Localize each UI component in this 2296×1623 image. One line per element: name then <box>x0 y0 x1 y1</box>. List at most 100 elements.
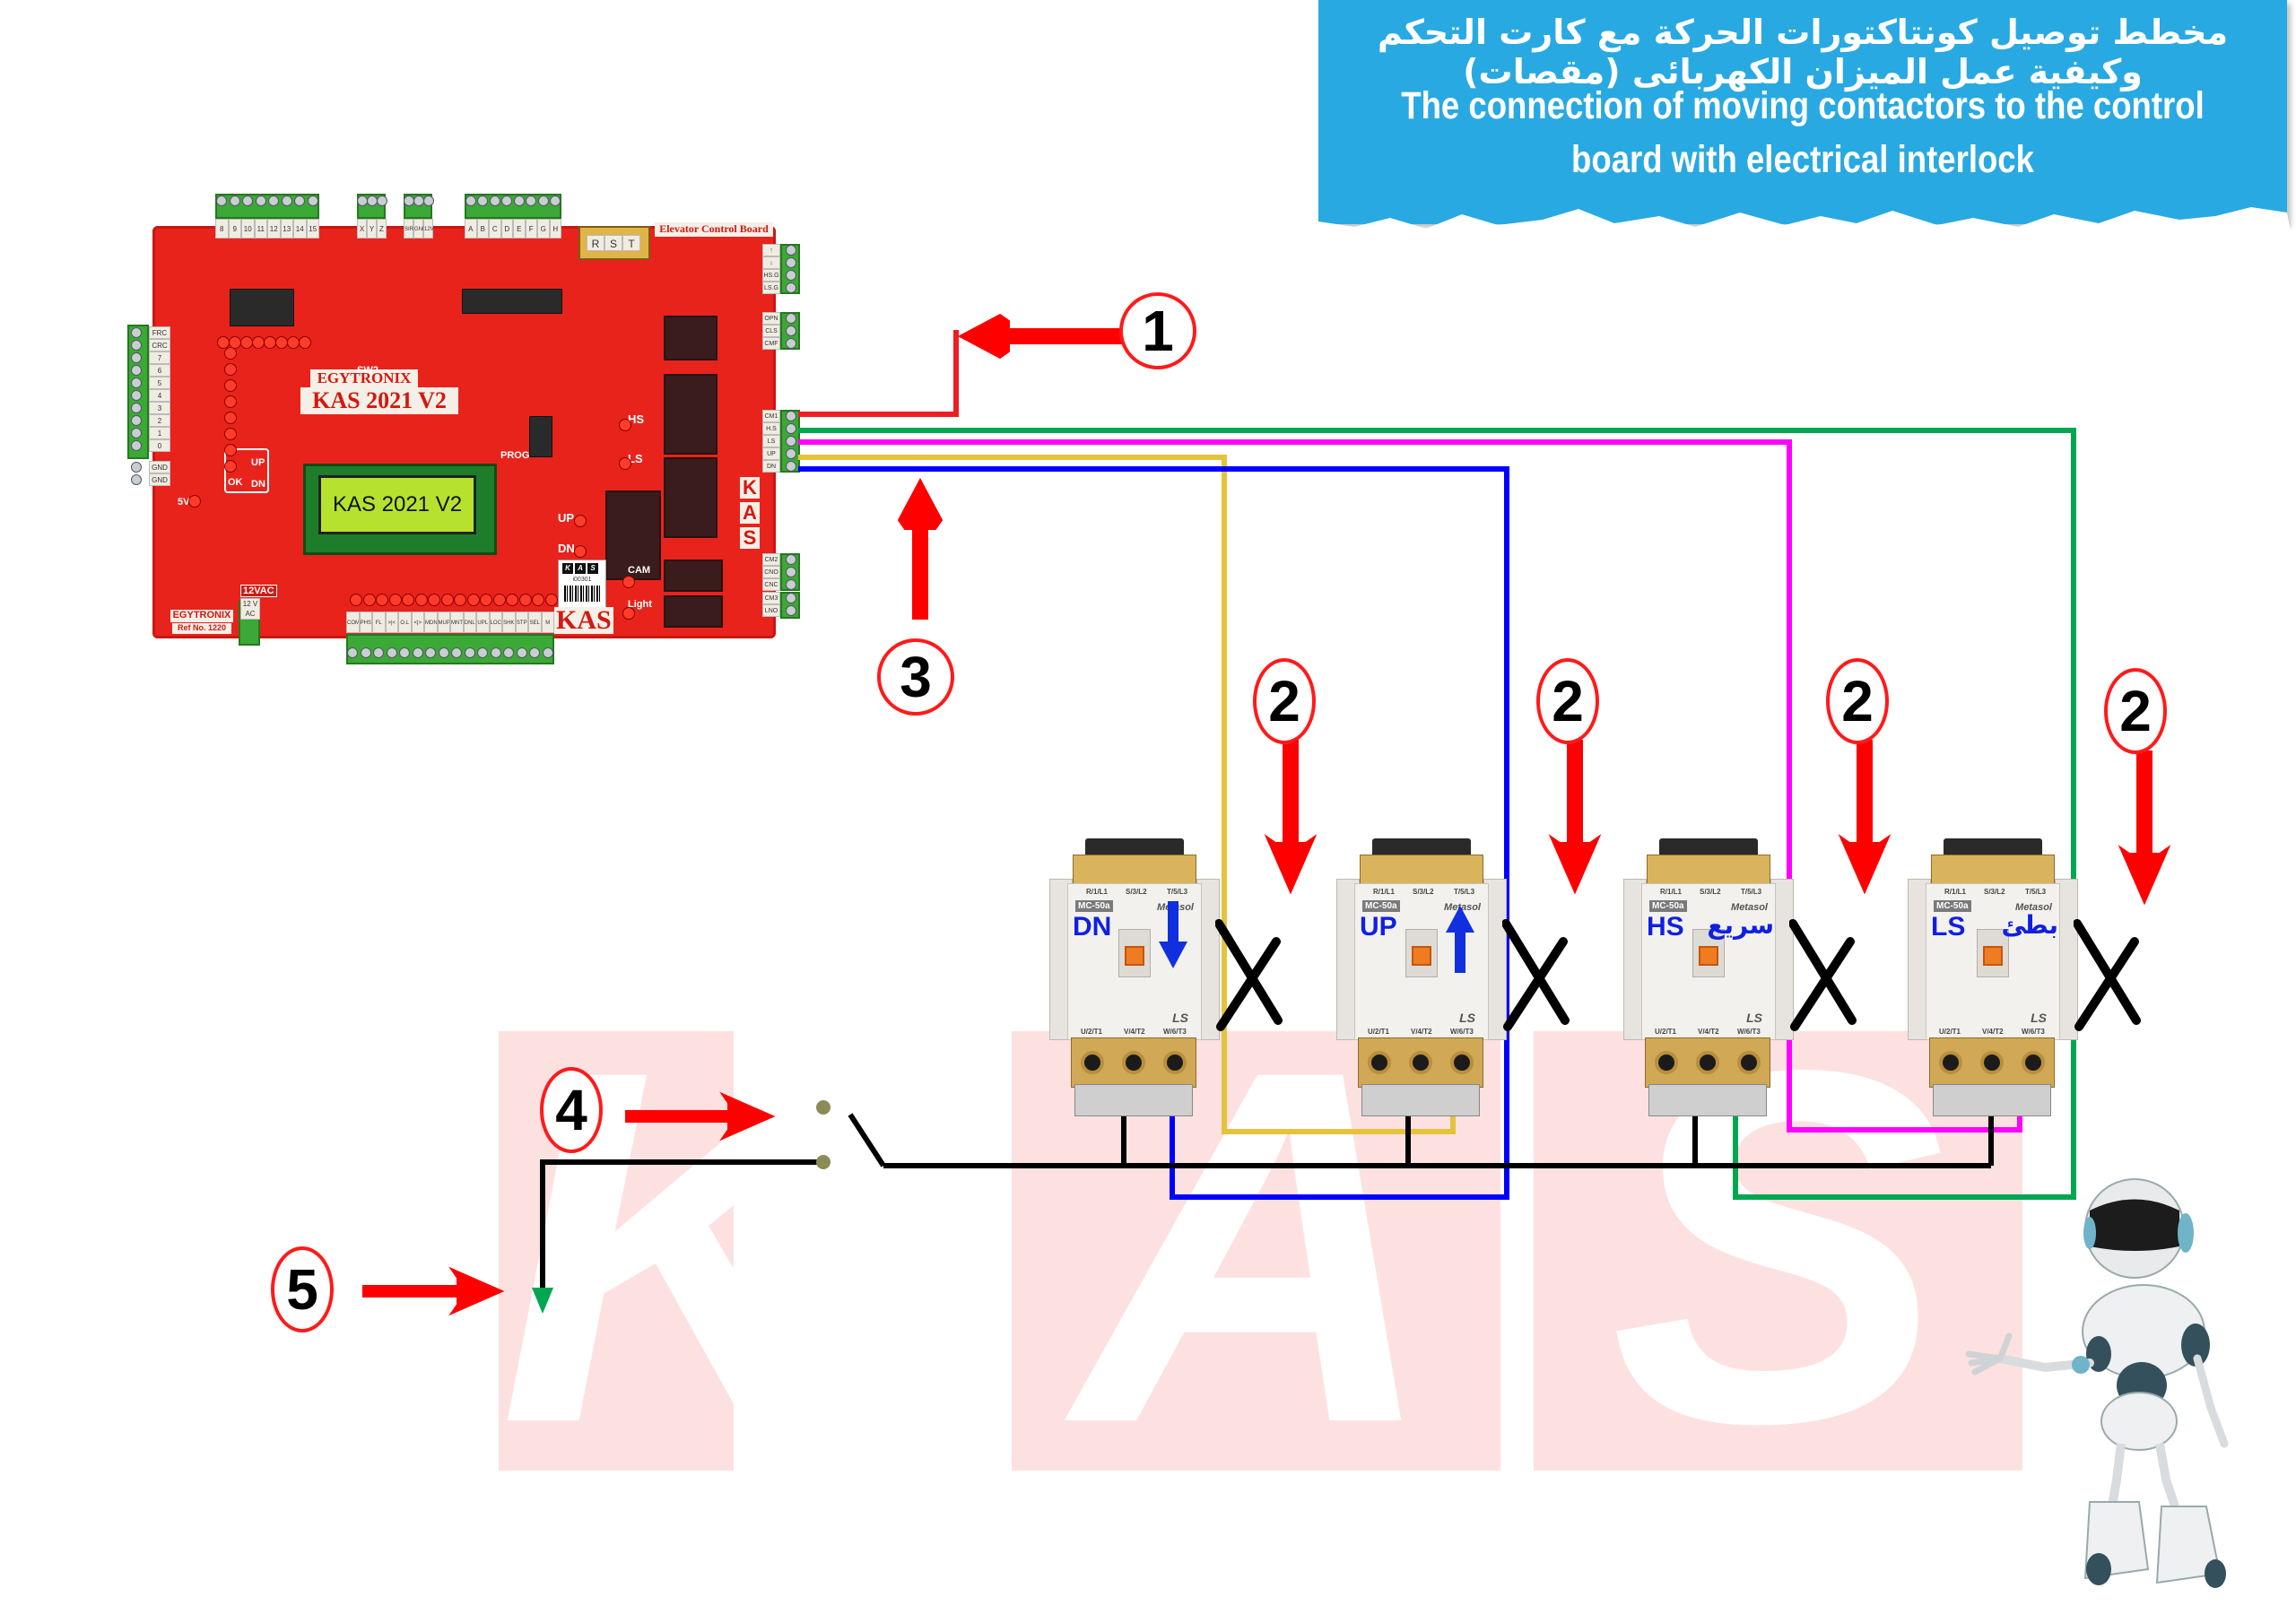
terminal-screw[interactable] <box>229 195 240 206</box>
terminal-label: 4 <box>149 389 170 402</box>
terminal-screw[interactable] <box>465 195 476 206</box>
terminal-screw[interactable] <box>537 195 549 206</box>
terminal-screw[interactable] <box>386 647 397 658</box>
interlock-x-icon <box>1789 919 1857 1031</box>
load-terminals[interactable] <box>1071 1037 1196 1088</box>
terminal-screw[interactable] <box>550 195 561 206</box>
terminal-screw[interactable] <box>131 340 142 351</box>
terminal-label: H <box>549 219 561 239</box>
terminal-screw[interactable] <box>786 436 796 447</box>
terminal-screw[interactable] <box>786 338 796 349</box>
terminal-screw[interactable] <box>425 647 436 658</box>
silk-dn: DN <box>558 542 575 555</box>
terminal-screw[interactable] <box>786 567 796 577</box>
terminal-screw[interactable] <box>412 647 423 658</box>
terminal-screw[interactable] <box>786 593 796 603</box>
up-button[interactable]: UP <box>251 457 265 468</box>
terminal-screw[interactable] <box>477 195 489 206</box>
led-indicator <box>619 419 631 431</box>
contactor-test-button[interactable] <box>1692 929 1725 977</box>
terminal-label: HS.G <box>762 269 780 282</box>
terminal-screw[interactable] <box>786 605 796 616</box>
terminal-screw[interactable] <box>131 378 142 388</box>
terminal-screw[interactable] <box>786 461 796 472</box>
terminal-screw[interactable] <box>438 647 449 658</box>
terminal-screw[interactable] <box>786 448 796 459</box>
terminal-screw[interactable] <box>360 647 371 658</box>
terminal-screw[interactable] <box>255 195 266 206</box>
phase-label: W/6/T3 <box>2022 1028 2045 1036</box>
terminal-screw[interactable] <box>464 647 475 658</box>
load-terminals[interactable] <box>1645 1037 1770 1088</box>
coil-terminals[interactable] <box>1648 1084 1767 1116</box>
terminal-screw[interactable] <box>786 579 796 590</box>
terminal-screw[interactable] <box>786 245 796 256</box>
terminal-screw[interactable] <box>786 423 796 434</box>
terminal-screw[interactable] <box>131 352 142 363</box>
terminal-screw[interactable] <box>294 195 306 206</box>
terminal-screw[interactable] <box>786 313 796 324</box>
coil-terminals[interactable] <box>1933 1084 2051 1116</box>
terminal-screw[interactable] <box>399 647 410 658</box>
dn-button[interactable]: DN <box>251 479 265 490</box>
terminal-screw[interactable] <box>366 195 378 206</box>
terminal-screw[interactable] <box>542 647 553 658</box>
terminal-screw[interactable] <box>376 195 387 206</box>
interlock-x-icon <box>1502 919 1570 1031</box>
terminal-screw[interactable] <box>786 554 796 565</box>
terminal-screw[interactable] <box>489 195 500 206</box>
terminal-screw[interactable] <box>513 195 525 206</box>
terminal-screw[interactable] <box>786 270 796 281</box>
contactor-label: HS <box>1647 912 1684 942</box>
terminal-screw[interactable] <box>347 647 358 658</box>
terminal-screw[interactable] <box>490 647 501 658</box>
terminal-screw[interactable] <box>786 411 796 421</box>
terminal-screw[interactable] <box>131 327 142 338</box>
load-terminals[interactable] <box>1929 1037 2055 1088</box>
arrow-1-icon <box>957 313 1126 360</box>
terminal-screw[interactable] <box>216 195 228 206</box>
terminal-screw[interactable] <box>451 647 462 658</box>
terminal-screw[interactable] <box>356 195 368 206</box>
contactor-test-button[interactable] <box>1977 929 2009 977</box>
terminal-screw[interactable] <box>131 415 142 426</box>
contactor-test-button[interactable] <box>1118 929 1151 977</box>
coil-terminals[interactable] <box>1074 1084 1193 1116</box>
terminal-screw[interactable] <box>529 647 540 658</box>
terminal-screw[interactable] <box>501 195 513 206</box>
terminal-label: 6 <box>149 364 170 377</box>
terminal-label: UPL <box>476 612 490 633</box>
terminal-screw[interactable] <box>373 647 384 658</box>
terminal-screw[interactable] <box>516 647 527 658</box>
terminal-label: 15 <box>306 219 319 239</box>
terminal-screw[interactable] <box>131 390 142 401</box>
led-indicator <box>188 495 201 508</box>
power-label: 12VAC <box>240 585 277 597</box>
terminal-screw[interactable] <box>307 195 318 206</box>
terminal-screw[interactable] <box>503 647 514 658</box>
contactor-maker: LS <box>1746 1011 1762 1025</box>
transistor-array <box>462 289 562 314</box>
load-terminals[interactable] <box>1358 1037 1483 1088</box>
terminal-screw[interactable] <box>131 462 142 473</box>
terminal-screw[interactable] <box>422 195 434 206</box>
terminal-screw[interactable] <box>786 325 796 336</box>
terminal-screw[interactable] <box>268 195 280 206</box>
contactor-test-button[interactable] <box>1405 929 1438 977</box>
terminal-screw[interactable] <box>131 474 142 485</box>
terminal-screw[interactable] <box>786 257 796 268</box>
terminal-screw[interactable] <box>477 647 488 658</box>
terminal-screw[interactable] <box>131 428 142 438</box>
terminal-screw[interactable] <box>242 195 254 206</box>
terminal-screw[interactable] <box>786 282 796 293</box>
coil-terminals[interactable] <box>1361 1084 1480 1116</box>
terminal-screw[interactable] <box>413 195 424 206</box>
terminal-screw[interactable] <box>281 195 292 206</box>
terminal-screw[interactable] <box>131 403 142 413</box>
terminal-screw[interactable] <box>131 440 142 451</box>
terminal-label: SIR <box>404 219 413 239</box>
ok-button[interactable]: OK <box>228 477 243 488</box>
terminal-screw[interactable] <box>526 195 537 206</box>
terminal-screw[interactable] <box>131 365 142 376</box>
terminal-screw[interactable] <box>403 195 414 206</box>
